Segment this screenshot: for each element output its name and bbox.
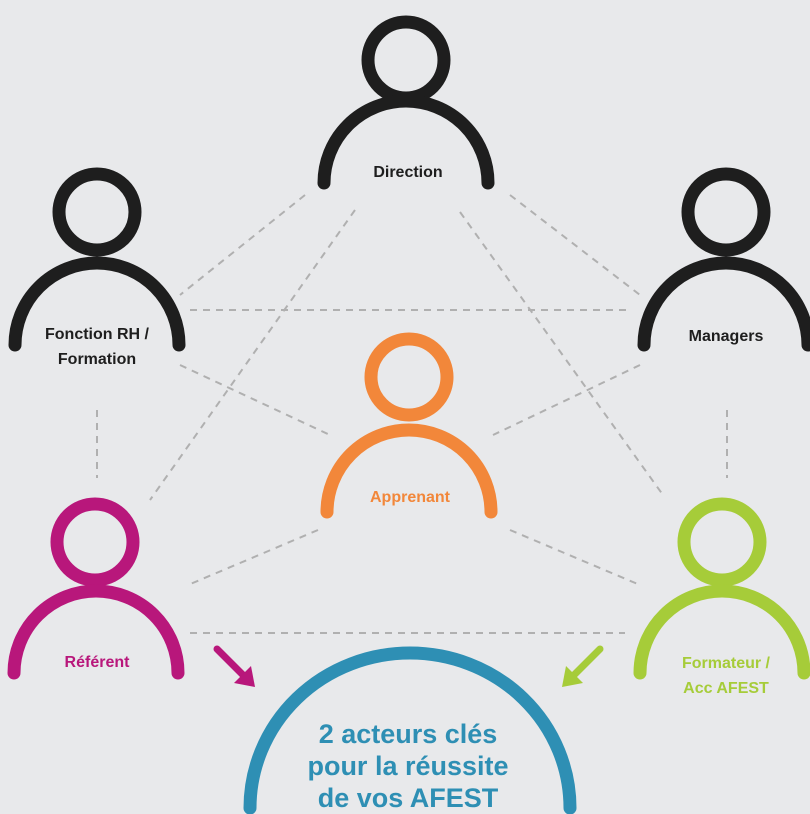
arrow-referent-to-key (213, 645, 255, 687)
person-body-icon (8, 256, 186, 352)
connector-direction-managers (509, 194, 641, 296)
arrow-down-right-icon (213, 645, 248, 680)
key-message-line2: pour la réussite (307, 751, 508, 781)
person-body-icon (633, 584, 810, 680)
actor-label-formateur-line1: Formateur / (682, 655, 771, 672)
actor-label-rh-line2: Formation (58, 351, 136, 368)
person-head-icon (361, 15, 451, 105)
key-message-arc-icon (243, 646, 577, 814)
actor-direction (317, 15, 495, 190)
connector-managers-apprenant (492, 364, 641, 436)
actor-managers (637, 167, 810, 352)
person-body-icon (7, 584, 185, 680)
person-head-icon (52, 167, 142, 257)
person-head-icon (364, 332, 454, 422)
connector-rh-apprenant (179, 364, 331, 436)
arrow-down-left-icon (569, 645, 604, 680)
person-head-icon (681, 167, 771, 257)
actor-label-direction: Direction (373, 164, 442, 181)
actor-rh-formation (8, 167, 186, 352)
connector-apprenant-referent (187, 529, 319, 586)
arrowhead-icon (234, 666, 255, 687)
connector-lines (96, 194, 728, 634)
person-head-icon (677, 497, 767, 587)
arrowhead-icon (562, 666, 583, 687)
person-head-icon (50, 497, 140, 587)
person-body-icon (637, 256, 810, 352)
person-body-icon (320, 423, 498, 519)
actor-apprenant (320, 332, 498, 519)
connector-direction-formateur (459, 211, 664, 496)
actor-formateur (633, 497, 810, 680)
connector-apprenant-formateur (509, 529, 641, 586)
actor-label-managers: Managers (689, 328, 764, 345)
actor-referent (7, 497, 185, 680)
actor-label-rh-line1: Fonction RH / (45, 326, 150, 343)
connector-direction-rh (179, 194, 306, 296)
actor-label-formateur-line2: Acc AFEST (683, 680, 769, 697)
actor-label-apprenant: Apprenant (370, 489, 451, 506)
person-body-icon (317, 94, 495, 190)
actor-label-referent: Référent (65, 654, 131, 671)
key-message-line1: 2 acteurs clés (319, 719, 498, 749)
connector-direction-referent (149, 209, 356, 501)
key-message-line3: de vos AFEST (318, 783, 499, 813)
arrow-formateur-to-key (562, 645, 604, 687)
